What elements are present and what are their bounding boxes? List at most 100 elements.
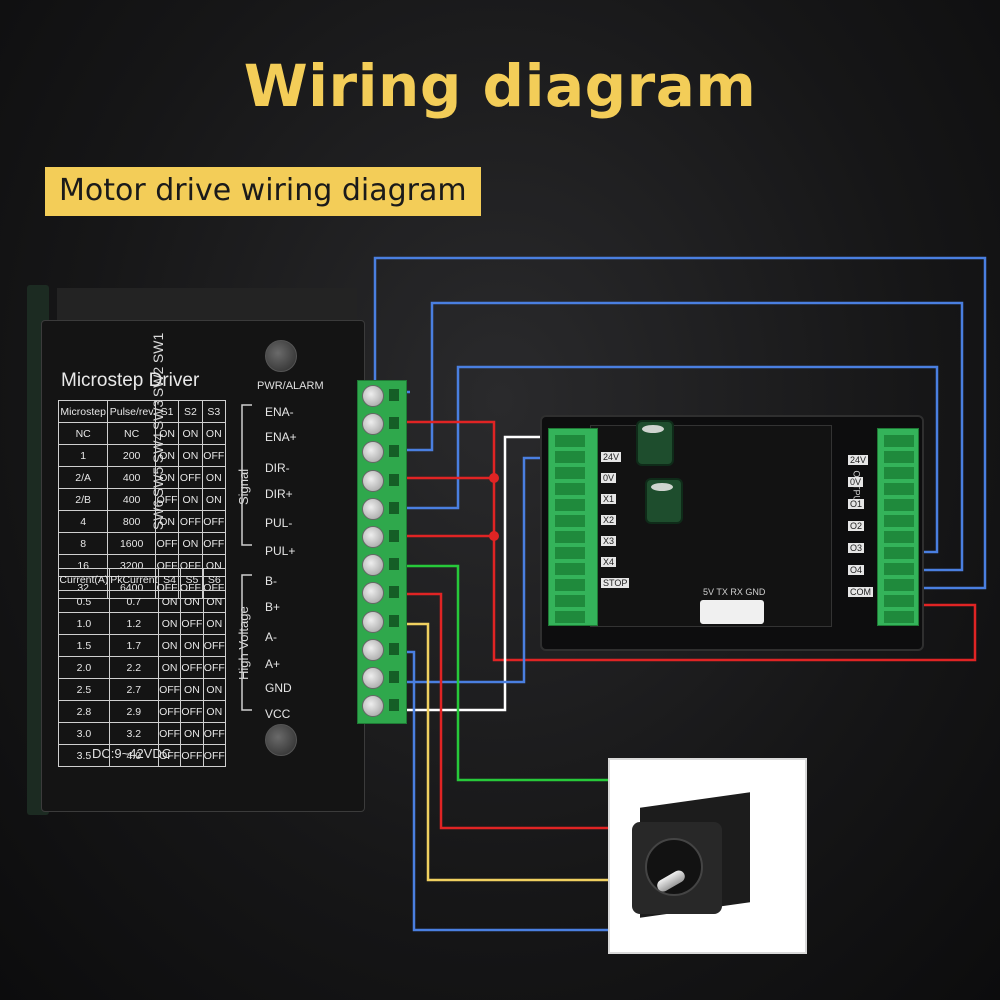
table-cell: 2.9	[108, 700, 159, 723]
plc-terminal-slot	[555, 579, 585, 591]
table-cell: ON	[157, 612, 182, 635]
table-cell: OFF	[180, 744, 204, 767]
table-cell: ON	[201, 422, 227, 445]
table-cell: ON	[201, 466, 227, 489]
plc-input-label: 0V	[601, 473, 617, 483]
pin-label: ENA-	[265, 405, 294, 419]
terminal-screw-icon	[362, 695, 384, 718]
junction-dot	[489, 473, 499, 483]
plc-output-label: COM	[848, 587, 873, 597]
table-cell: OFF	[178, 510, 203, 533]
table-cell: ON	[178, 444, 203, 467]
pin-label: A-	[265, 630, 277, 644]
pin-label: DIR+	[265, 487, 293, 501]
plc-terminal-slot	[884, 611, 914, 623]
table-cell: ON	[180, 590, 204, 613]
table-cell: OFF	[202, 656, 227, 679]
terminal-screw-icon	[362, 610, 384, 633]
pwr-alarm-label: PWR/ALARM	[257, 380, 324, 392]
plc-output-label: O4	[848, 565, 865, 575]
table-header: S1	[154, 400, 180, 423]
terminal-screw-icon	[362, 469, 384, 492]
table-cell: ON	[201, 488, 227, 511]
terminal-slot	[389, 558, 399, 571]
table-header: PkCurrent	[108, 568, 159, 591]
terminal-screw-icon	[362, 526, 384, 548]
mounting-screw-icon	[265, 724, 297, 756]
terminal-screw-icon	[362, 497, 384, 520]
table-cell: OFF	[202, 634, 227, 657]
terminal-screw-icon	[362, 385, 384, 407]
page-title: Wiring diagram	[243, 52, 757, 120]
table-cell: ON	[180, 678, 204, 701]
plc-output-label: O2	[848, 521, 865, 531]
table-header: Microstep	[57, 400, 109, 423]
table-cell: 2.0	[58, 656, 110, 679]
plc-terminal-slot	[555, 595, 585, 607]
pin-label: A+	[265, 657, 281, 671]
plc-terminal-slot	[555, 515, 585, 527]
plc-terminal-slot	[555, 547, 585, 559]
table-cell: 3.2	[108, 722, 159, 745]
table-cell: NC	[57, 422, 109, 445]
plc-input-label: X1	[601, 494, 617, 504]
wire-b-plus	[380, 592, 608, 830]
serial-connector	[700, 600, 764, 624]
plc-output-label: 24V	[848, 455, 869, 465]
terminal-screw-icon	[362, 413, 384, 436]
table-cell: NC	[107, 422, 156, 445]
table-cell: 4.0	[108, 744, 159, 767]
table-header: S6	[202, 568, 227, 591]
table-cell: 800	[107, 510, 156, 533]
driver-terminal-block	[357, 380, 407, 724]
table-cell: OFF	[180, 700, 204, 723]
wire-dir-minus	[380, 301, 964, 572]
table-cell: 4	[57, 510, 109, 533]
table-cell: ON	[154, 444, 180, 467]
plc-terminal-slot	[884, 547, 914, 559]
table-header: Current(A)	[58, 568, 110, 591]
table-cell: OFF	[178, 466, 203, 489]
wire-ena-plus	[380, 420, 977, 662]
plc-right-terminal	[877, 428, 919, 626]
plc-terminal-slot	[884, 499, 914, 511]
plc-input-label: STOP	[601, 578, 630, 588]
wire-b-minus	[380, 564, 608, 782]
plc-terminal-slot	[555, 611, 585, 623]
plc-input-label: X2	[601, 515, 617, 525]
plc-output-label: 0V	[848, 477, 864, 487]
table-cell: 1	[57, 444, 109, 467]
mounting-screw-icon	[265, 340, 297, 372]
table-cell: 2/B	[57, 488, 109, 511]
table-cell: 0.7	[108, 590, 159, 613]
terminal-slot	[389, 642, 399, 655]
wire-vcc	[380, 435, 565, 712]
table-cell: 2.2	[108, 656, 159, 679]
plc-left-terminal	[548, 428, 598, 626]
pin-label: B+	[265, 600, 281, 614]
table-cell: 3.5	[58, 744, 110, 767]
table-cell: 200	[107, 444, 156, 467]
plc-output-label: O3	[848, 543, 865, 553]
table-cell: 1600	[107, 532, 156, 555]
plc-terminal-slot	[884, 515, 914, 527]
plc-output-label: O1	[848, 499, 865, 509]
driver-name: Microstep Driver	[61, 370, 200, 391]
table-cell: OFF	[202, 722, 227, 745]
pin-label: GND	[265, 681, 292, 695]
table-cell: ON	[154, 466, 180, 489]
table-cell: ON	[202, 700, 227, 723]
plc-terminal-slot	[884, 595, 914, 607]
plc-input-label: 24V	[601, 452, 622, 462]
section-subtitle: Motor drive wiring diagram	[45, 167, 481, 216]
terminal-slot	[389, 671, 399, 683]
